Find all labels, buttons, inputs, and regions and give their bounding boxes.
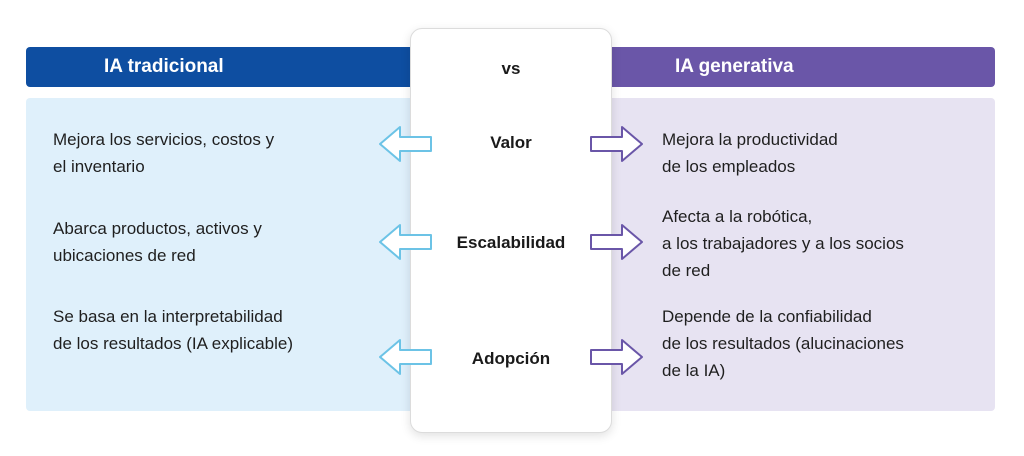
text-line: Se basa en la interpretabilidad xyxy=(53,307,283,326)
row-label-scalability: Escalabilidad xyxy=(456,233,566,252)
text-line: a los trabajadores y a los socios xyxy=(662,234,904,253)
text-line: de la IA) xyxy=(662,361,726,380)
text-line: Depende de la confiabilidad xyxy=(662,307,872,326)
traditional-value-text: Mejora los servicios, costos y el invent… xyxy=(53,126,274,180)
arrow-right-icon xyxy=(590,339,643,375)
text-line: ubicaciones de red xyxy=(53,246,196,265)
row-label-value: Valor xyxy=(490,133,532,152)
generative-ai-title: IA generativa xyxy=(675,56,794,77)
text-line: Mejora los servicios, costos y xyxy=(53,130,275,149)
traditional-ai-panel xyxy=(26,98,446,411)
text-line: de los resultados (IA explicable) xyxy=(53,334,294,353)
arrow-left-icon xyxy=(379,126,432,162)
traditional-adoption-text: Se basa en la interpretabilidad de los r… xyxy=(53,303,293,357)
generative-ai-panel xyxy=(575,98,995,411)
text-line: el inventario xyxy=(53,157,145,176)
traditional-ai-title: IA tradicional xyxy=(104,56,224,77)
text-line: Afecta a la robótica, xyxy=(662,207,813,226)
generative-value-text: Mejora la productividad de los empleados xyxy=(662,126,838,180)
text-line: Mejora la productividad xyxy=(662,130,838,149)
arrow-left-icon xyxy=(379,224,432,260)
vs-label: vs xyxy=(501,59,521,78)
text-line: de los empleados xyxy=(662,157,796,176)
arrow-left-icon xyxy=(379,339,432,375)
text-line: de red xyxy=(662,261,711,280)
traditional-ai-header: IA tradicional xyxy=(26,47,446,87)
generative-adoption-text: Depende de la confiabilidad de los resul… xyxy=(662,303,904,384)
traditional-scalability-text: Abarca productos, activos y ubicaciones … xyxy=(53,215,262,269)
text-line: Abarca productos, activos y xyxy=(53,219,262,238)
generative-ai-header: IA generativa xyxy=(575,47,995,87)
row-label-adoption: Adopción xyxy=(471,349,551,368)
text-line: de los resultados (alucinaciones xyxy=(662,334,904,353)
arrow-right-icon xyxy=(590,224,643,260)
comparison-center-card: vs Valor Escalabilidad Adopción xyxy=(410,28,612,433)
generative-scalability-text: Afecta a la robótica, a los trabajadores… xyxy=(662,203,904,284)
arrow-right-icon xyxy=(590,126,643,162)
